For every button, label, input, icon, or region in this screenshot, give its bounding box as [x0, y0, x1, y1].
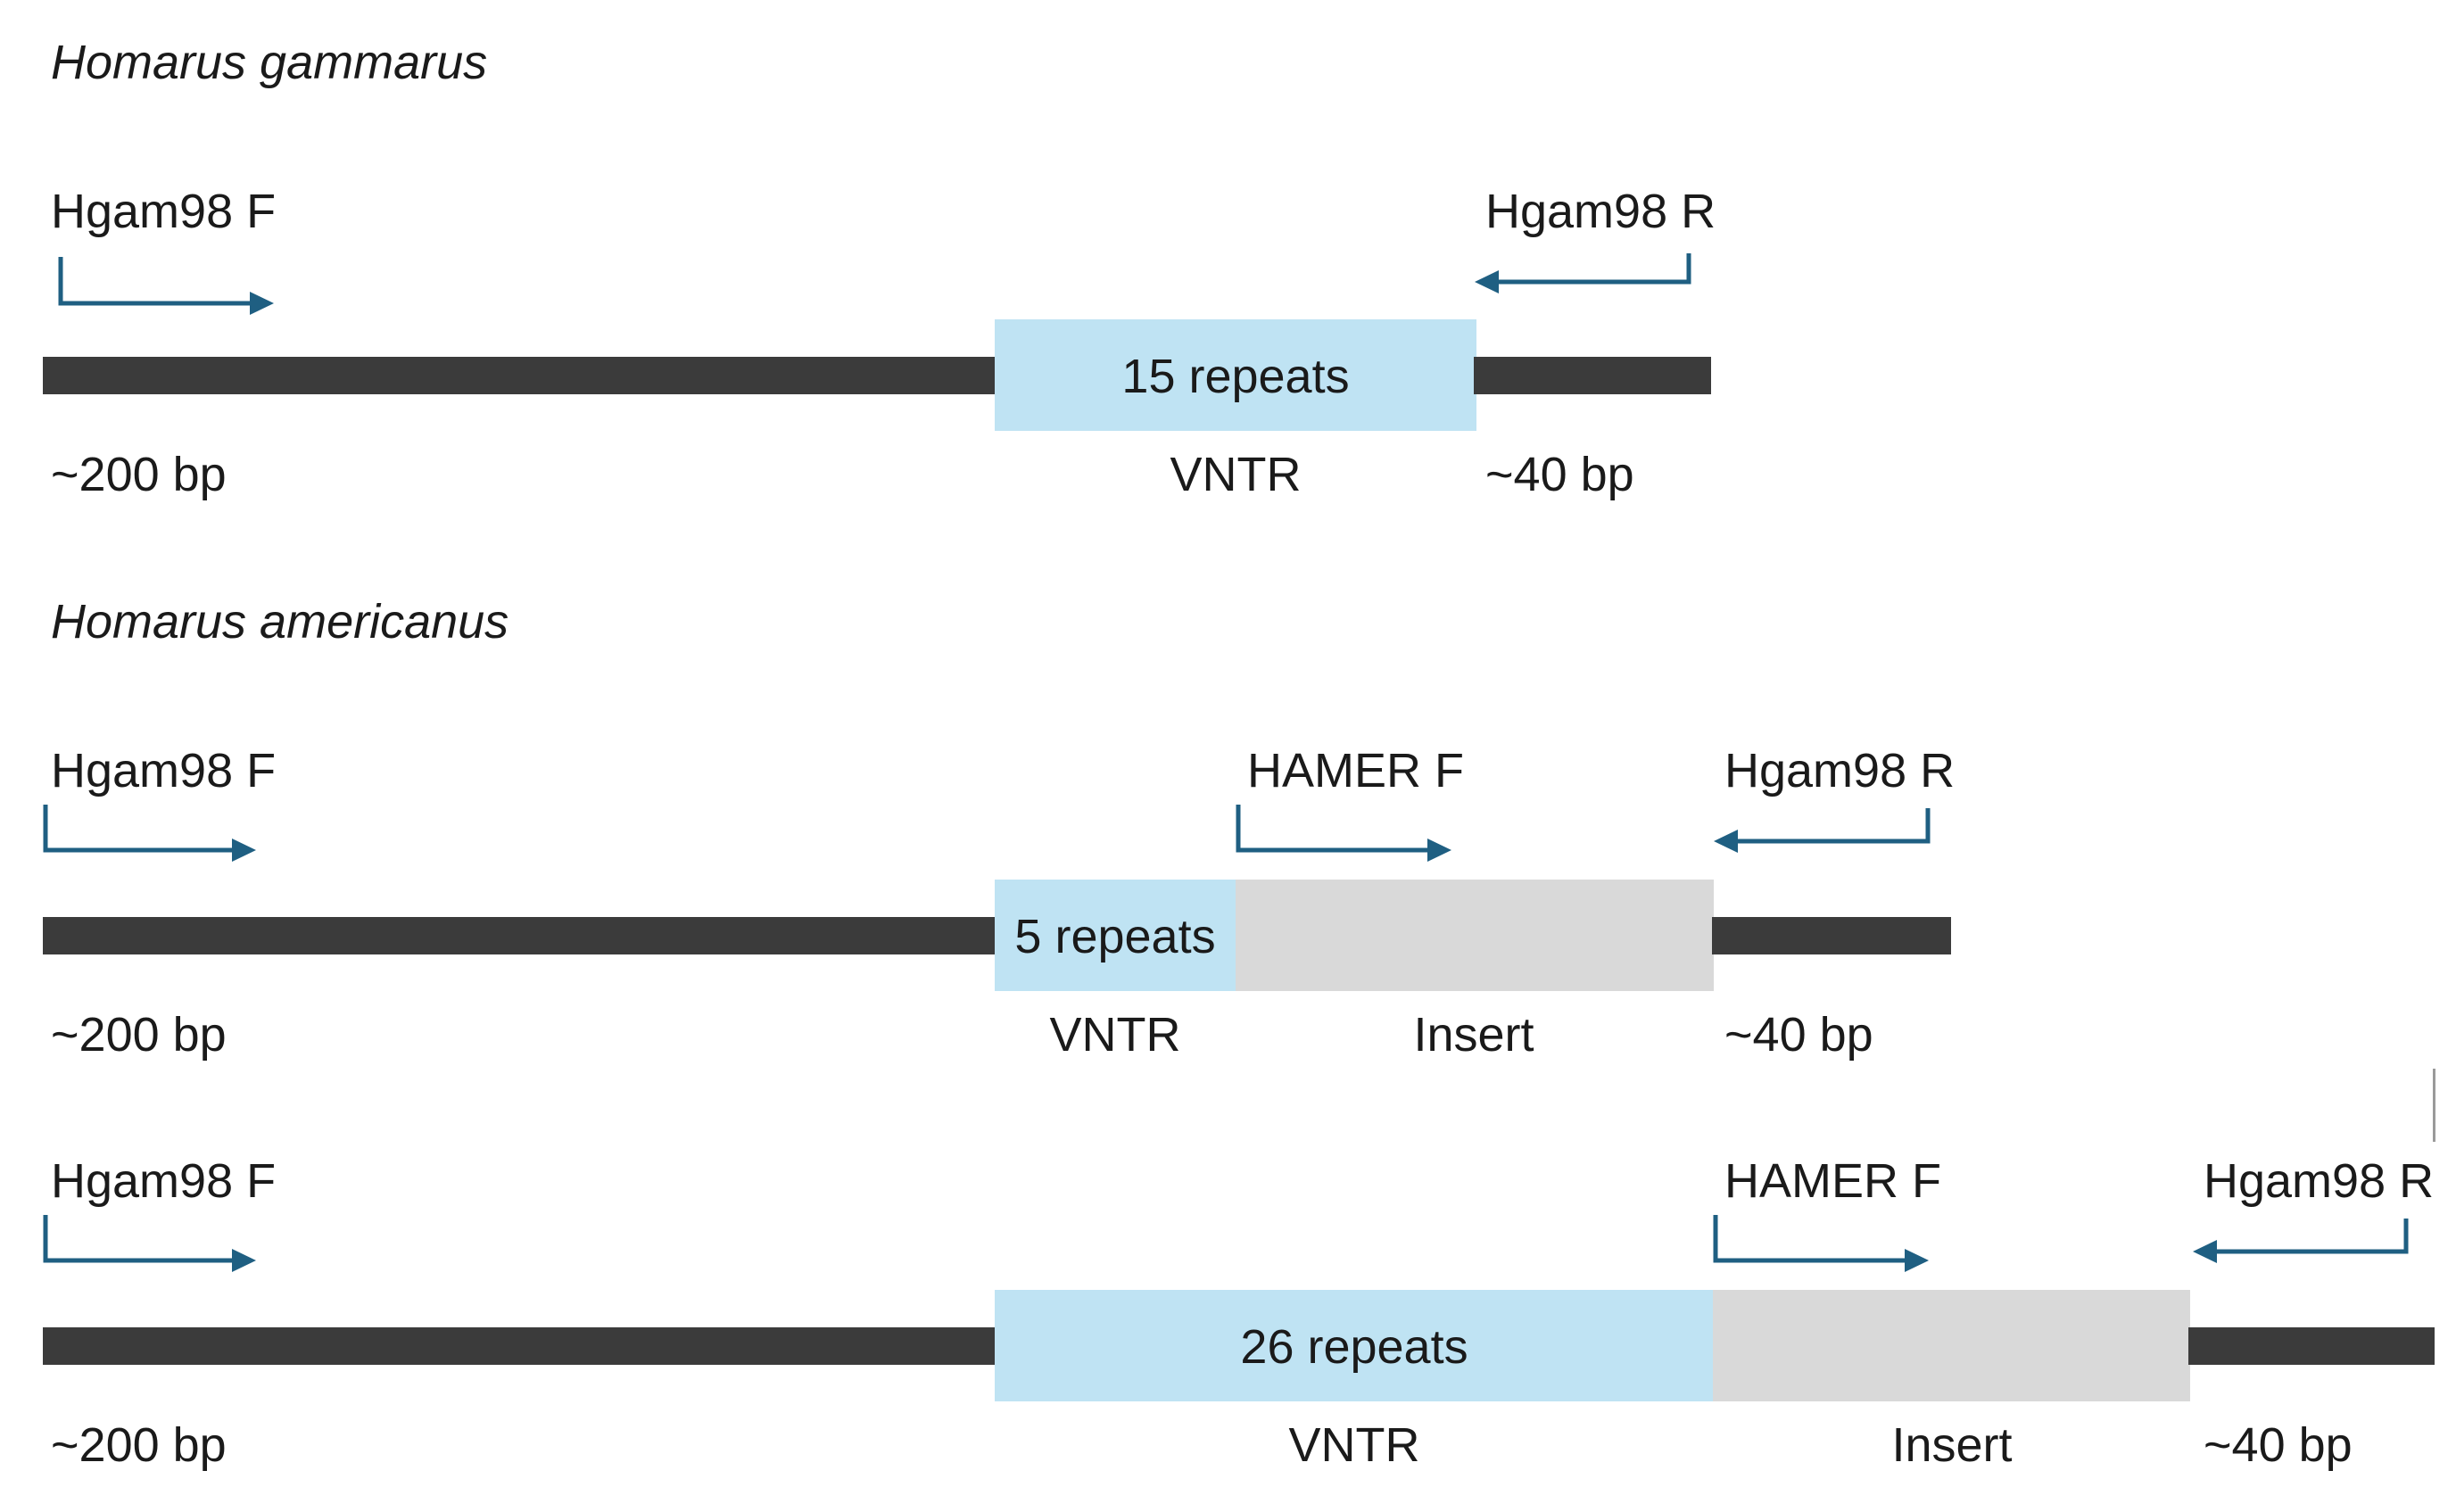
- vntr-block: [995, 319, 1476, 431]
- forward-primer-label: Hgam98 F: [51, 744, 276, 797]
- forward-primer-label: Hgam98 F: [51, 1154, 276, 1208]
- forward-primer-label: Hgam98 F: [51, 185, 276, 238]
- vntr-block: [995, 880, 1237, 991]
- right-flank-segment: [1712, 917, 1951, 954]
- right-flank-label: ~40 bp: [2204, 1418, 2353, 1472]
- right-flank-segment: [2188, 1327, 2435, 1365]
- reverse-primer-arrow: [1475, 253, 1691, 293]
- reverse-primer-label: Hgam98 R: [1485, 185, 1716, 238]
- left-flank-label: ~200 bp: [51, 448, 227, 501]
- right-flank-label: ~40 bp: [1485, 448, 1634, 501]
- row-gammarus: Hgam98 F Hgam98 R 15 repeats ~200 bp VNT…: [43, 185, 1716, 501]
- vntr-repeats-label: 26 repeats: [1240, 1320, 1468, 1374]
- vntr-repeats-label: 5 repeats: [1014, 910, 1215, 963]
- insert-label: Insert: [1891, 1418, 2012, 1472]
- row-americanus-26-repeats: Hgam98 F HAMER F Hgam98 R 26 repeats ~20…: [43, 1154, 2435, 1472]
- vntr-repeats-label: 15 repeats: [1121, 350, 1349, 403]
- hamer-primer-arrow: [1713, 1215, 1929, 1272]
- left-flank-label: ~200 bp: [51, 1008, 227, 1062]
- hamer-primer-arrow: [1236, 805, 1451, 862]
- insert-block: [1713, 1290, 2190, 1401]
- reverse-primer-label: Hgam98 R: [1724, 744, 1955, 797]
- left-flank-segment: [43, 357, 997, 394]
- row-americanus-5-repeats: Hgam98 F HAMER F Hgam98 R 5 repeats ~200…: [43, 744, 1955, 1062]
- forward-primer-arrow: [58, 257, 274, 315]
- left-flank-segment: [43, 1327, 997, 1365]
- species-label-americanus: Homarus americanus: [51, 595, 509, 649]
- species-label-gammarus: Homarus gammarus: [51, 36, 487, 89]
- hamer-primer-label: HAMER F: [1724, 1154, 1941, 1208]
- vntr-block: [995, 1290, 1716, 1401]
- reverse-primer-label: Hgam98 R: [2204, 1154, 2434, 1208]
- forward-primer-arrow: [43, 805, 256, 862]
- insert-label: Insert: [1413, 1008, 1534, 1062]
- forward-primer-arrow: [43, 1215, 256, 1272]
- vntr-label: VNTR: [1170, 448, 1302, 501]
- edge-line: [2433, 1069, 2435, 1142]
- left-flank-segment: [43, 917, 997, 954]
- reverse-primer-arrow: [1714, 808, 1931, 853]
- vntr-label: VNTR: [1050, 1008, 1181, 1062]
- right-flank-segment: [1474, 357, 1711, 394]
- right-flank-label: ~40 bp: [1724, 1008, 1873, 1062]
- insert-block: [1236, 880, 1714, 991]
- hamer-primer-label: HAMER F: [1247, 744, 1464, 797]
- reverse-primer-arrow: [2193, 1219, 2409, 1263]
- vntr-label: VNTR: [1289, 1418, 1420, 1472]
- left-flank-label: ~200 bp: [51, 1418, 227, 1472]
